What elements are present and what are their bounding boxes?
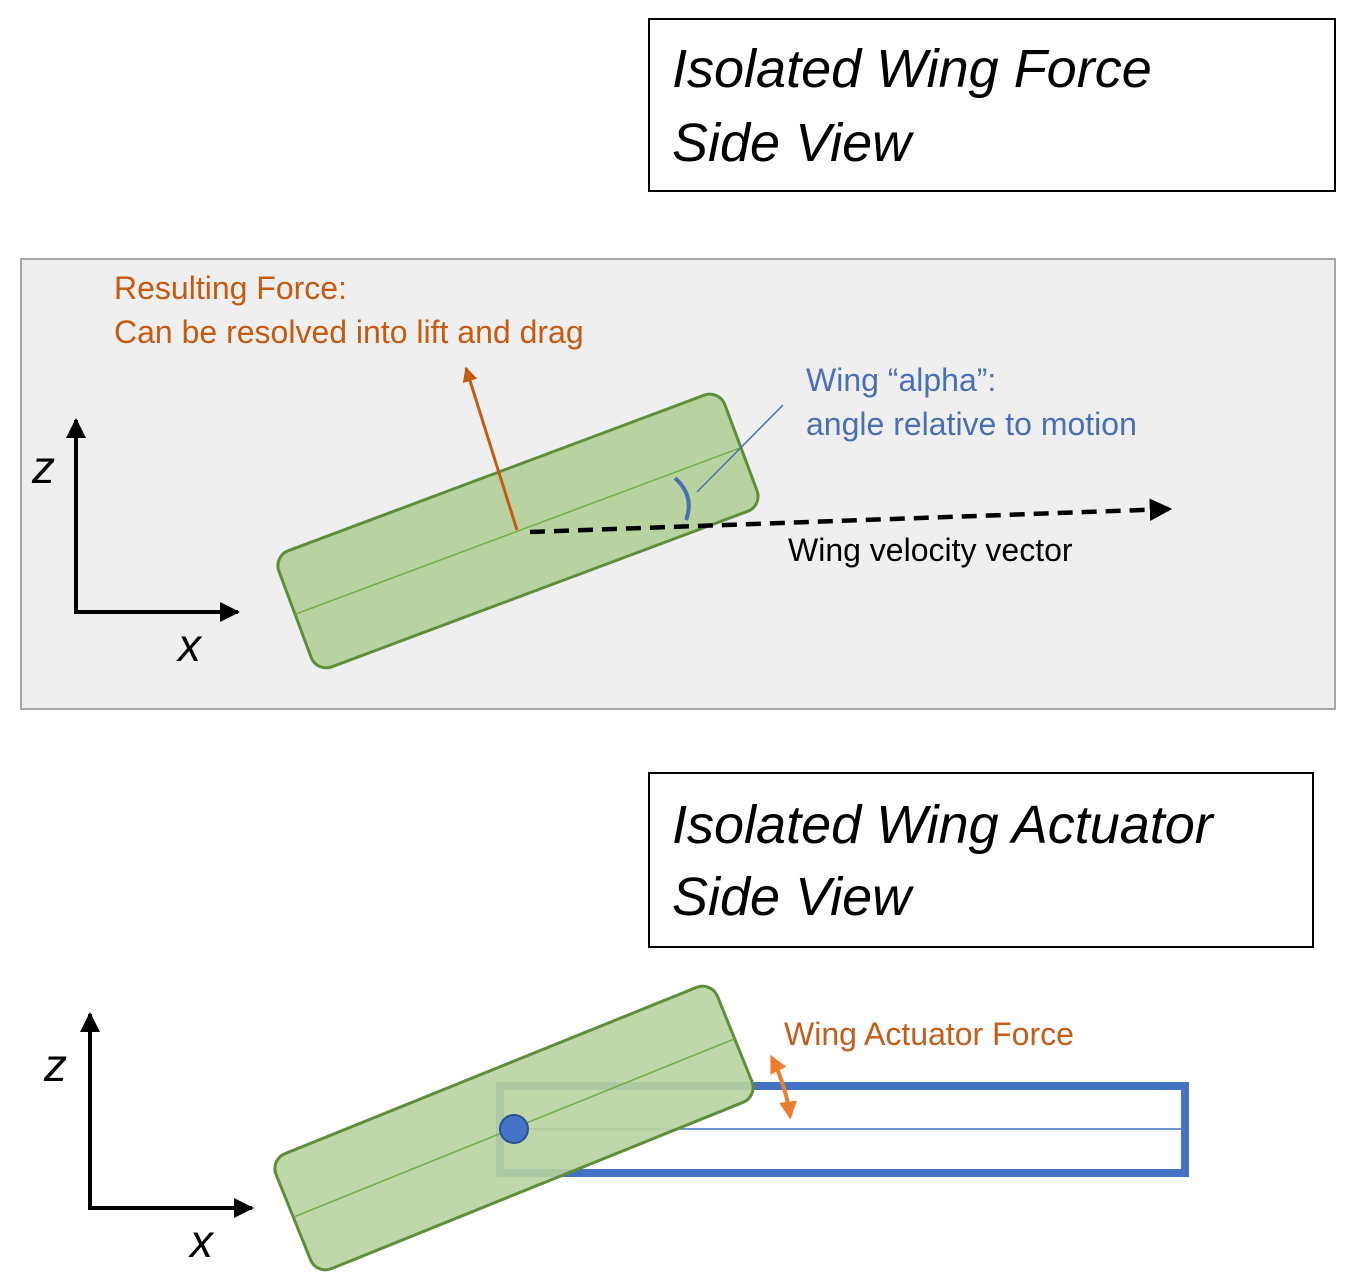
actuator-axis-x-label: x	[190, 1215, 213, 1267]
force-axes	[66, 418, 240, 622]
actuator-force-label: Wing Actuator Force	[784, 1016, 1074, 1052]
velocity-vector-label: Wing velocity vector	[788, 532, 1073, 568]
force-wing	[276, 392, 760, 670]
alpha-leader-line	[696, 404, 784, 493]
top-title-box: Isolated Wing Force Side View	[648, 18, 1336, 192]
resulting-force-description: Can be resolved into lift and drag	[114, 314, 584, 350]
force-axis-z-label: z	[32, 441, 55, 493]
alpha-title: Wing “alpha”:	[806, 362, 997, 398]
actuator-axis-z-label: z	[44, 1039, 67, 1091]
resulting-force-arrow	[462, 366, 519, 531]
pivot-joint	[499, 1114, 529, 1144]
top-title-line1: Isolated Wing Force	[672, 39, 1152, 99]
bottom-title-box: Isolated Wing Actuator Side View	[648, 772, 1314, 948]
top-title-line2: Side View	[672, 113, 912, 173]
actuator-axes	[80, 1012, 254, 1218]
actuator-force-arrow	[770, 1054, 798, 1120]
resulting-force-title: Resulting Force:	[114, 270, 347, 306]
bottom-title-line1: Isolated Wing Actuator	[672, 795, 1213, 855]
alpha-description: angle relative to motion	[806, 406, 1137, 442]
alpha-arc	[673, 476, 691, 521]
bottom-title-line2: Side View	[672, 867, 912, 927]
velocity-vector-arrow	[529, 498, 1173, 535]
force-axis-x-label: x	[178, 619, 201, 671]
